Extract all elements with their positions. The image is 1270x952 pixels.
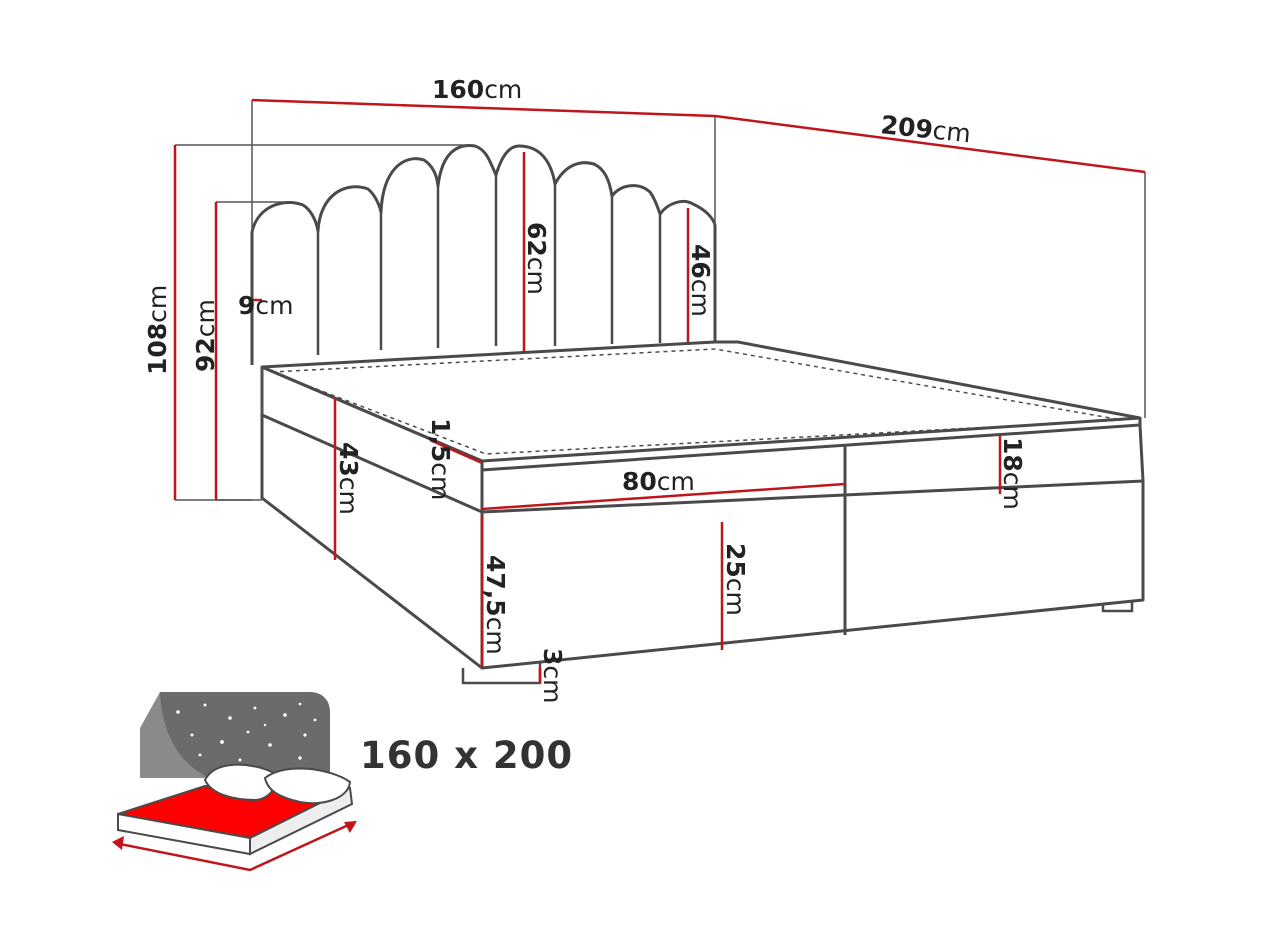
bed-left-side bbox=[260, 367, 483, 670]
night-sky-icon bbox=[160, 692, 330, 778]
size-arrow-head-left bbox=[112, 836, 124, 850]
label-mattress-18: 18cm bbox=[998, 437, 1027, 510]
label-height-62: 62cm bbox=[522, 222, 551, 295]
stars bbox=[176, 702, 317, 762]
moon-shadow bbox=[140, 692, 210, 778]
label-thick-9: 9cm bbox=[238, 291, 294, 320]
dimension-lines bbox=[173, 98, 1146, 683]
bed-size-icon bbox=[112, 692, 357, 872]
dimension-labels: 160cm 209cm 108cm 92cm 9cm 62cm 46cm 43c… bbox=[143, 75, 1027, 704]
headboard-outline bbox=[250, 143, 717, 365]
size-arrow-icon bbox=[114, 820, 356, 872]
label-front-475: 47,5cm bbox=[481, 555, 510, 655]
half-80-line bbox=[481, 482, 846, 511]
bed-left-seam bbox=[261, 365, 483, 463]
topper-15-line bbox=[429, 438, 483, 465]
label-half-80: 80cm bbox=[622, 467, 695, 496]
label-box-25: 25cm bbox=[721, 543, 750, 616]
size-arrow-head-right bbox=[344, 821, 357, 833]
label-topper-15: 1,5cm bbox=[426, 418, 455, 500]
right-leg bbox=[1101, 601, 1134, 613]
mattress-front bbox=[480, 418, 1142, 472]
mattress-face bbox=[480, 424, 1145, 514]
mattress-front-icon bbox=[249, 786, 354, 856]
label-height-92: 92cm bbox=[191, 299, 220, 372]
label-height-43: 43cm bbox=[334, 442, 363, 515]
size-label: 160 x 200 bbox=[360, 734, 573, 777]
label-width-160: 160cm bbox=[432, 75, 522, 104]
headboard-channels bbox=[316, 175, 662, 355]
pillow-right-icon bbox=[263, 767, 352, 805]
headboard bbox=[250, 143, 717, 365]
mattress-stitch bbox=[271, 348, 1123, 455]
bed-body bbox=[260, 340, 1145, 685]
label-height-46: 46cm bbox=[686, 244, 715, 317]
label-leg-3: 3cm bbox=[538, 648, 567, 704]
base-front bbox=[480, 481, 1145, 670]
length-209-line bbox=[714, 114, 1146, 174]
guide-lines bbox=[175, 100, 1146, 501]
label-length-209: 209cm bbox=[879, 110, 972, 148]
width-160-line bbox=[251, 98, 716, 118]
label-height-108: 108cm bbox=[143, 285, 172, 375]
bed-left-side-upper bbox=[261, 413, 483, 514]
